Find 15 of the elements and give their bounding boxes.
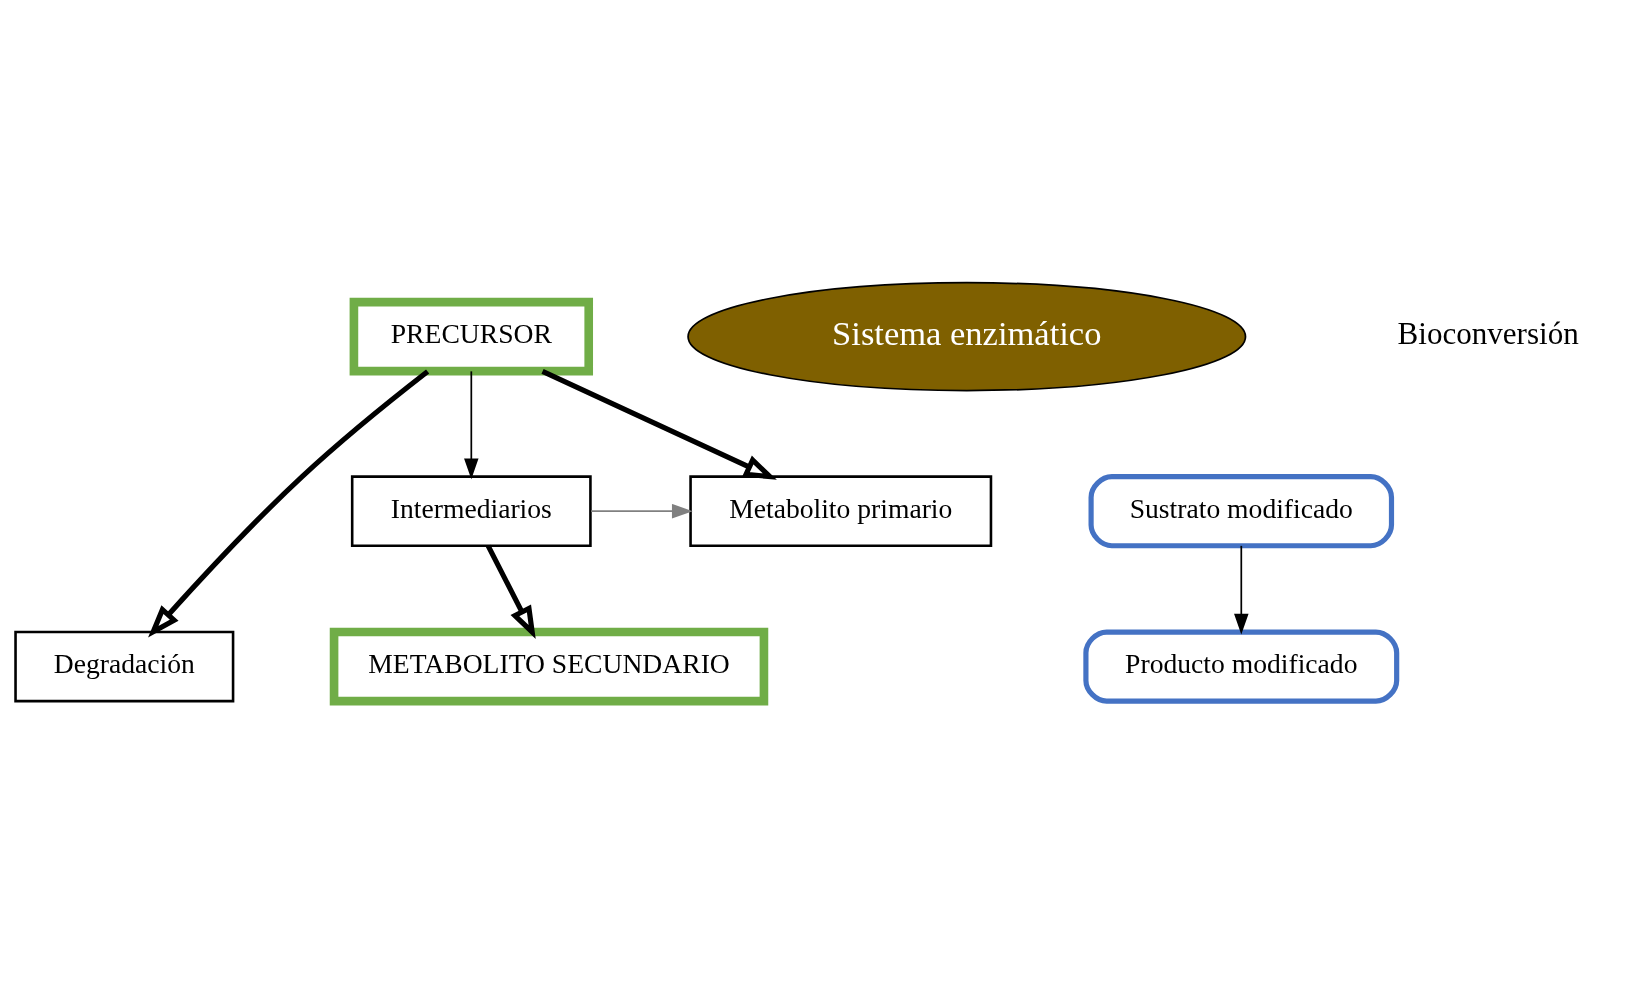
- label: Bioconversión: [1397, 316, 1579, 352]
- arrow: [148, 369, 430, 638]
- node-box: Degradación: [14, 630, 235, 703]
- node-box: Producto modificado: [1083, 629, 1400, 704]
- arrow: [590, 503, 693, 519]
- arrow: [541, 369, 777, 480]
- node-box: METABOLITO SECUNDARIO: [329, 627, 769, 706]
- node-box: Metabolito primario: [689, 475, 993, 547]
- arrow: [485, 544, 536, 639]
- node-box: Intermediarios: [350, 475, 592, 547]
- node-box: Sustrato modificado: [1088, 474, 1395, 549]
- arrow: [464, 370, 479, 480]
- node-box: PRECURSOR: [349, 297, 594, 376]
- arrow: [1234, 545, 1249, 635]
- node-ellipse: Sistema enzimático: [687, 281, 1247, 392]
